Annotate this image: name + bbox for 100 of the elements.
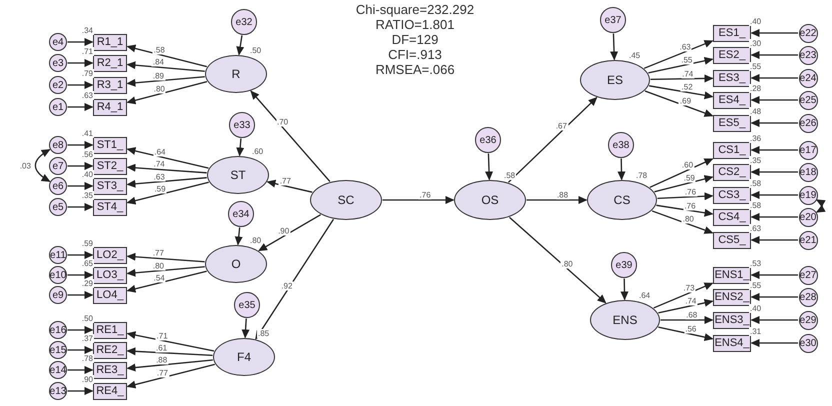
- node-label: e11: [50, 250, 66, 260]
- arrow: [68, 271, 94, 279]
- edge-label: .52: [680, 82, 694, 92]
- error-circle: [798, 46, 818, 64]
- node-label: e38: [612, 140, 630, 150]
- arrow: [68, 326, 94, 334]
- edge-label: .71: [156, 331, 169, 340]
- node-label: e2: [52, 80, 64, 90]
- arrow: [648, 85, 714, 100]
- node-label: CS3_: [718, 189, 746, 201]
- node-label: e14: [50, 364, 66, 376]
- error-circle: [600, 7, 626, 33]
- edge-label: .73: [682, 284, 696, 293]
- arrow: [266, 180, 312, 193]
- error-circle: [49, 246, 67, 264]
- arrow: [656, 204, 714, 217]
- r-squared-value: .58: [749, 200, 762, 210]
- arrow: [750, 293, 798, 301]
- error-circle: [49, 286, 67, 304]
- edge-label: .63: [678, 42, 692, 52]
- error-circle: [49, 266, 67, 284]
- error-circle: [49, 321, 67, 339]
- fit-statistic: Chi-square=232.292: [356, 2, 474, 17]
- r-squared-value: .34: [80, 26, 94, 34]
- node-label: RE1_: [96, 324, 124, 336]
- edge-label: .67: [554, 122, 568, 131]
- r-squared-value: .35: [80, 190, 94, 200]
- node-label: ENS2_: [714, 291, 750, 303]
- r-squared-value: .85: [257, 329, 270, 338]
- edge-label: .03: [18, 161, 32, 170]
- edge-label: .63: [152, 172, 166, 182]
- error-circle: [49, 33, 67, 51]
- r-squared-value: .40: [749, 16, 762, 26]
- arrow: [750, 236, 798, 244]
- edge-label: .69: [678, 96, 692, 106]
- arrow: [382, 196, 454, 204]
- node-label: ENS4_: [714, 337, 750, 349]
- arrow: [126, 364, 216, 388]
- r-squared-value: .37: [80, 334, 94, 342]
- arrow: [126, 44, 208, 68]
- node-label: e29: [800, 314, 816, 326]
- arrow: [750, 316, 798, 324]
- edge-label: .70: [276, 118, 290, 127]
- arrow: [617, 158, 626, 180]
- arrow: [126, 331, 214, 352]
- fit-statistic: CFI=.913: [388, 47, 442, 62]
- r-squared-value: .53: [749, 258, 762, 268]
- arrow: [654, 175, 714, 192]
- edge-label: .89: [152, 71, 165, 80]
- r-squared-value: .40: [749, 304, 762, 312]
- arrow: [126, 252, 205, 262]
- error-circle: [798, 24, 818, 42]
- error-circle: [49, 76, 67, 94]
- edge-label: .76: [684, 187, 698, 196]
- r-squared-value: .28: [749, 84, 762, 92]
- arrow: [236, 35, 244, 56]
- edge-label: .76: [418, 190, 432, 200]
- r-squared-value: .78: [635, 171, 648, 180]
- double-headed-arrow: [816, 199, 826, 213]
- edge-label: .84: [152, 58, 165, 67]
- node-label: e5: [52, 202, 64, 212]
- r-squared-value: .64: [638, 291, 652, 300]
- arrow: [68, 81, 94, 89]
- arrow: [750, 271, 798, 279]
- node-label: e34: [232, 208, 250, 220]
- node-label: e1: [52, 102, 64, 112]
- node-label: e9: [52, 290, 64, 300]
- arrow: [126, 76, 205, 87]
- error-circle: [49, 177, 67, 195]
- r-squared-value: .55: [749, 280, 762, 290]
- arrow: [485, 153, 494, 180]
- r-squared-value: .56: [80, 150, 94, 158]
- error-circle: [49, 157, 67, 175]
- arrow: [250, 90, 330, 182]
- r-squared-value: .58: [749, 178, 762, 188]
- edge-label: .59: [682, 173, 696, 182]
- r-squared-value: .59: [80, 238, 94, 248]
- node-label: R: [232, 67, 240, 81]
- node-label: R2_1: [96, 57, 124, 69]
- arrow: [126, 147, 209, 169]
- node-label: ES: [606, 73, 623, 87]
- node-label: e32: [236, 16, 252, 28]
- node-label: e35: [238, 300, 256, 310]
- latent-ellipse: [310, 180, 382, 220]
- arrow: [68, 141, 94, 149]
- node-label: e13: [50, 386, 66, 396]
- arrow: [657, 192, 714, 200]
- arrow: [126, 266, 205, 277]
- node-label: e3: [52, 58, 64, 68]
- arrow: [750, 74, 798, 82]
- error-circle: [49, 136, 67, 154]
- arrow: [644, 40, 714, 69]
- edge-label: .77: [156, 368, 169, 378]
- node-label: CS5_: [718, 234, 746, 246]
- error-circle: [49, 341, 67, 359]
- r-squared-value: .29: [80, 278, 94, 288]
- node-label: RE2_: [96, 344, 124, 356]
- error-circle: [229, 112, 255, 138]
- edge-label: .92: [280, 282, 294, 291]
- node-label: ST2_: [96, 160, 124, 172]
